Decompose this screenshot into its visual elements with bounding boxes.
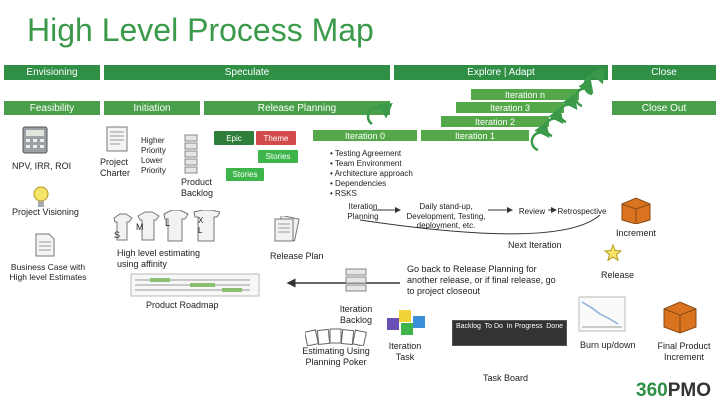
- subphase-close-out: Close Out: [612, 101, 716, 115]
- roadmap-icon: [130, 273, 260, 297]
- task-board: Backlog To Do In Progress Done: [452, 320, 567, 346]
- subphase-feasibility: Feasibility: [4, 101, 100, 115]
- next-iteration-arc: [359, 214, 601, 235]
- affinity-estimating-label: High level estimating using affinity: [117, 248, 201, 269]
- subphase-initiation: Initiation: [104, 101, 200, 115]
- size-m: M: [136, 222, 144, 232]
- iteration-2-bar: Iteration 2: [440, 115, 550, 128]
- product-roadmap-label: Product Roadmap: [146, 300, 219, 310]
- next-iteration-label: Next Iteration: [508, 240, 562, 250]
- retrospective-label: Retrospective: [557, 207, 607, 216]
- stories-tag-bottom: Stories: [226, 168, 264, 181]
- iteration-0-bar: Iteration 0: [312, 129, 418, 142]
- loop-arrow-icon: [366, 67, 605, 152]
- go-back-label: Go back to Release Planning for another …: [407, 264, 556, 296]
- product-backlog-label: Product Backlog: [181, 177, 214, 198]
- backlog-stack-icon: [184, 134, 198, 174]
- increment-box-icon: [621, 197, 651, 224]
- phase-close: Close: [612, 65, 716, 80]
- stories-tag-top: Stories: [258, 150, 298, 163]
- planning-poker-label: Estimating Using Planning Poker: [302, 346, 370, 367]
- project-charter-label: Project Charter: [100, 157, 131, 178]
- final-product-label: Final Product Increment: [657, 341, 711, 362]
- size-xl: X L: [198, 216, 204, 235]
- star-icon: [604, 244, 622, 262]
- phase-envisioning: Envisioning: [4, 65, 100, 80]
- lightbulb-icon: [33, 186, 49, 207]
- iteration0-list: • Testing Agreement • Team Environment •…: [330, 149, 413, 199]
- burn-up-down-label: Burn up/down: [580, 340, 636, 350]
- iteration-backlog-label: Iteration Backlog: [339, 304, 373, 325]
- size-l: L: [165, 218, 171, 228]
- list-item: • Dependencies: [330, 179, 387, 188]
- higher-priority-label: Higher Priority: [141, 136, 166, 155]
- final-product-box-icon: [663, 301, 697, 334]
- iteration-backlog-icon: [345, 268, 367, 292]
- increment-label: Increment: [616, 228, 657, 238]
- daily-standup-label: Daily stand-up, Development, Testing, de…: [406, 202, 486, 231]
- iteration-task-label: Iteration Task: [388, 341, 422, 362]
- brand-logo: 360PMO: [636, 380, 711, 401]
- project-visioning-label: Project Visioning: [12, 207, 79, 217]
- epic-tag: Epic: [214, 131, 254, 145]
- npv-label: NPV, IRR, ROI: [12, 161, 72, 171]
- list-item: • Testing Agreement: [330, 149, 402, 158]
- release-plan-label: Release Plan: [270, 251, 324, 261]
- iteration-planning-label: Iteration Planning: [347, 202, 379, 221]
- release-plan-document-icon: [274, 216, 300, 242]
- document-icon: [35, 233, 55, 257]
- planning-poker-cards-icon: [305, 328, 367, 346]
- release-label: Release: [601, 270, 635, 280]
- charter-document-icon: [106, 126, 128, 152]
- phase-speculate: Speculate: [104, 65, 390, 80]
- tshirt-sizing-icon: [113, 210, 220, 242]
- iteration-n-bar: Iteration n: [470, 88, 580, 101]
- list-item: • RSKS: [330, 189, 357, 198]
- list-item: • Architecture approach: [330, 169, 413, 178]
- taskboard-col-in-progress: In Progress: [506, 323, 543, 330]
- lower-priority-label: Lower Priority: [141, 156, 166, 175]
- business-case-label: Business Case with High level Estimates: [9, 262, 87, 283]
- taskboard-col-todo: To Do: [484, 323, 503, 330]
- task-board-label: Task Board: [483, 373, 529, 383]
- calculator-icon: [22, 126, 48, 154]
- theme-tag: Theme: [256, 131, 296, 145]
- iteration-1-bar: Iteration 1: [420, 129, 530, 142]
- taskboard-col-done: Done: [546, 323, 563, 330]
- burndown-chart-icon: [578, 296, 626, 332]
- sticky-notes-icon: [387, 310, 425, 335]
- page-title: High Level Process Map: [27, 12, 374, 48]
- list-item: • Team Environment: [330, 159, 402, 168]
- taskboard-col-backlog: Backlog: [456, 323, 481, 330]
- subphase-release-planning: Release Planning: [204, 101, 390, 115]
- phase-explore-adapt: Explore | Adapt: [394, 65, 608, 80]
- review-label: Review: [518, 207, 546, 216]
- size-s: S: [114, 230, 121, 240]
